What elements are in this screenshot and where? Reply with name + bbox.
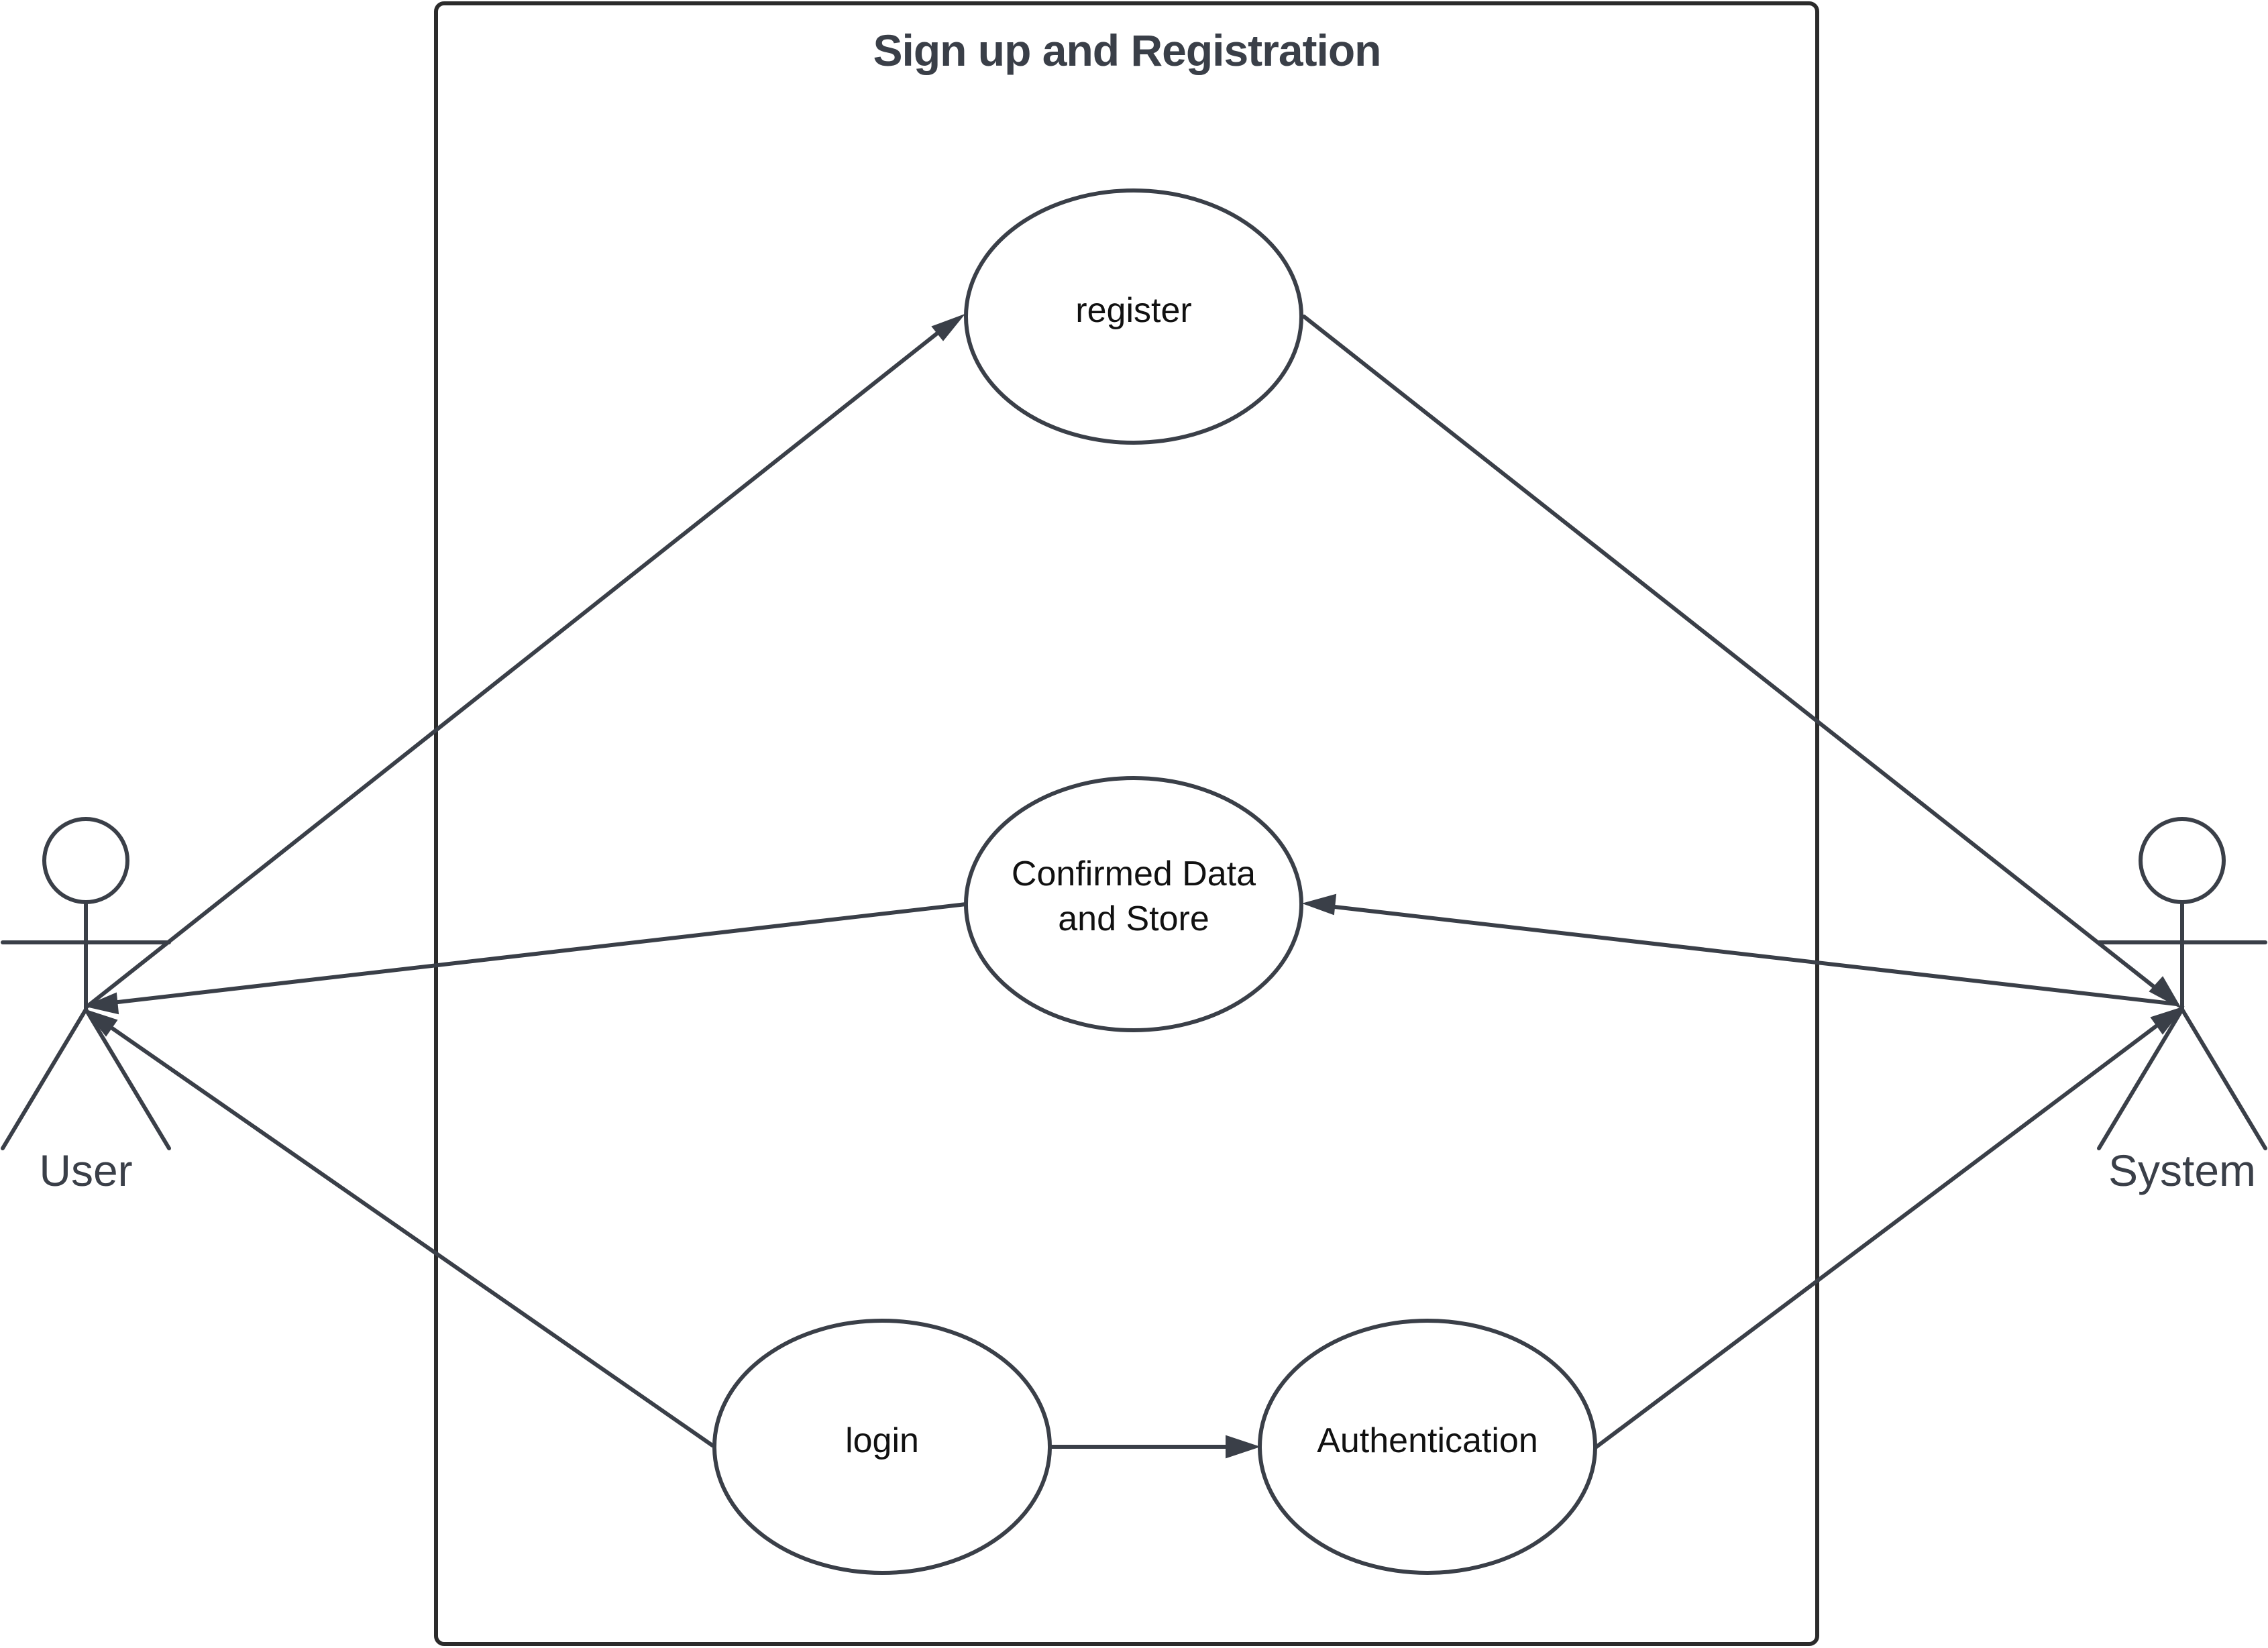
arrowhead-system-register [2149, 976, 2182, 1009]
assoc-confirm-user [99, 902, 968, 1006]
use-case-register-label: register [1075, 291, 1191, 330]
use-case-confirmed-data-and-store[interactable] [964, 776, 1303, 1032]
use-case-authentication-label: Authentication [1317, 1421, 1538, 1460]
actor-user-label: User [39, 1146, 132, 1195]
actor-user-head [42, 817, 129, 904]
arrowhead-authentication [1226, 1435, 1261, 1459]
actor-system-leg-right [2180, 1007, 2267, 1150]
assoc-register-system [1302, 315, 2175, 1004]
actor-system[interactable]: System [2097, 817, 2267, 1195]
actor-user-leg-right [84, 1007, 171, 1150]
associations [84, 315, 2179, 1449]
arrowhead-register [931, 313, 966, 341]
use-case-login-label: login [845, 1421, 919, 1460]
assoc-auth-system [1595, 1016, 2169, 1449]
arrowhead-user-confirm [83, 992, 119, 1015]
assoc-user-register [84, 321, 952, 1009]
arrowheads [83, 313, 2185, 1459]
actor-system-leg-left [2097, 1007, 2184, 1150]
use-case-confirmed-label-line2: and Store [1058, 899, 1209, 938]
assoc-login-user [99, 1018, 714, 1447]
actor-user-leg-left [1, 1007, 88, 1150]
use-case-login[interactable] [712, 1319, 1052, 1575]
actor-system-label: System [2108, 1146, 2256, 1195]
arrowhead-confirm [1301, 893, 1337, 916]
actor-system-head [2139, 817, 2226, 904]
arrowhead-system-auth [2150, 1006, 2185, 1035]
use-case-register[interactable] [964, 188, 1303, 445]
use-case-confirmed-label-line1: Confirmed Data [1012, 855, 1256, 893]
boundary-title: Sign up and Registration [873, 25, 1381, 75]
assoc-system-confirm [1321, 903, 2179, 1006]
actor-user[interactable]: User [1, 817, 171, 1195]
